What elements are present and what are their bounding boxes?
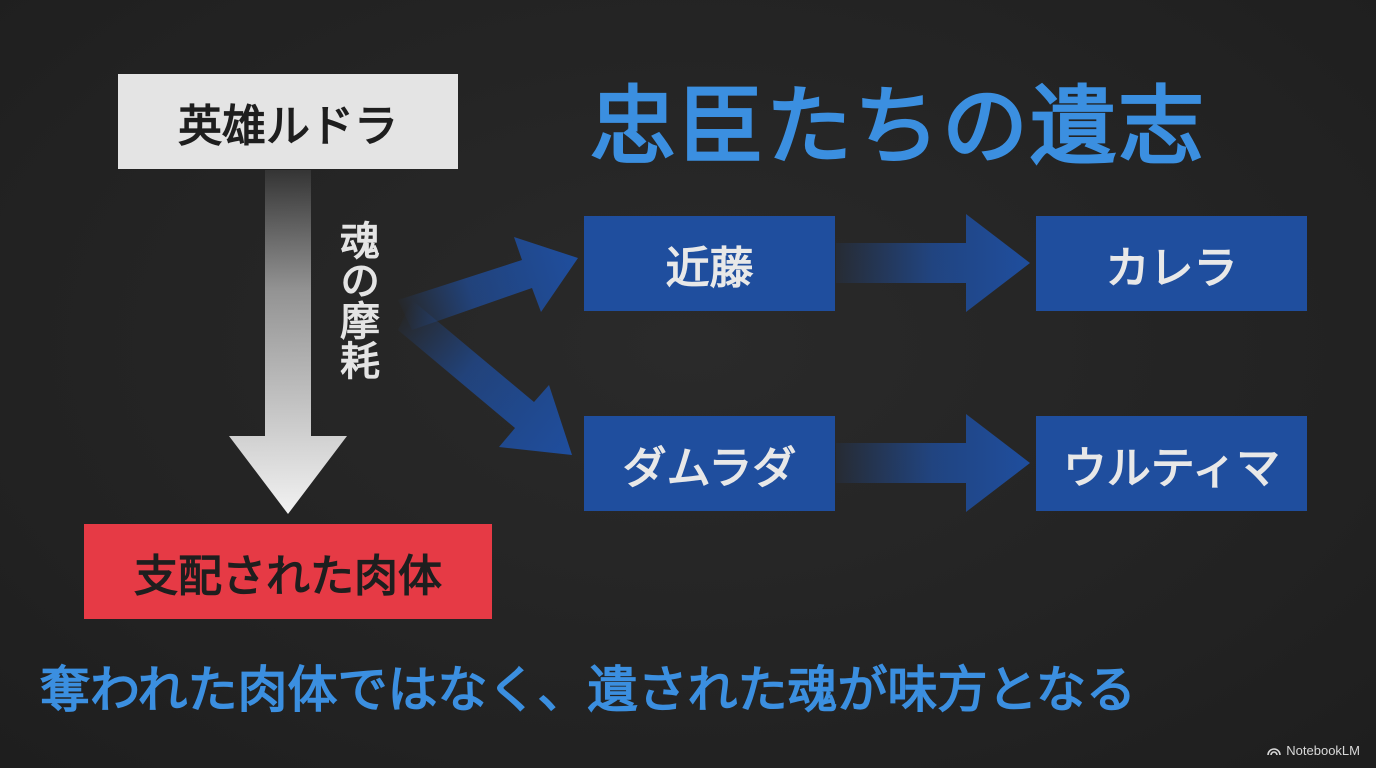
branch-arrow-upper	[398, 237, 578, 330]
slide-title: 忠臣たちの遺志	[590, 76, 1206, 177]
hero-label: 英雄ルドラ	[178, 100, 398, 152]
retainer-box-damulada: ダムラダ	[584, 416, 835, 511]
succession-arrow-upper	[836, 214, 1030, 312]
retainer-label: ダムラダ	[622, 442, 797, 494]
successor-box-ultima: ウルティマ	[1036, 416, 1307, 511]
successor-box-karela: カレラ	[1036, 216, 1307, 311]
controlled-body-label: 支配された肉体	[134, 550, 442, 602]
conclusion-message: 奪われた肉体ではなく、遺された魂が味方となる	[40, 661, 1136, 719]
notebooklm-logo-icon	[1267, 747, 1282, 755]
hero-box: 英雄ルドラ	[118, 74, 458, 169]
branding-label: NotebookLM	[1286, 743, 1360, 758]
successor-label: カレラ	[1105, 242, 1238, 294]
successor-label: ウルティマ	[1062, 442, 1281, 494]
notebooklm-branding: NotebookLM	[1267, 743, 1360, 758]
retainer-label: 近藤	[665, 242, 754, 294]
branch-arrow-lower	[398, 300, 572, 455]
controlled-body-box: 支配された肉体	[84, 524, 492, 619]
retainer-box-kondo: 近藤	[584, 216, 835, 311]
succession-arrow-lower	[836, 414, 1030, 512]
soul-erosion-label: 魂の摩耗	[333, 220, 379, 380]
erosion-arrow	[229, 170, 347, 514]
